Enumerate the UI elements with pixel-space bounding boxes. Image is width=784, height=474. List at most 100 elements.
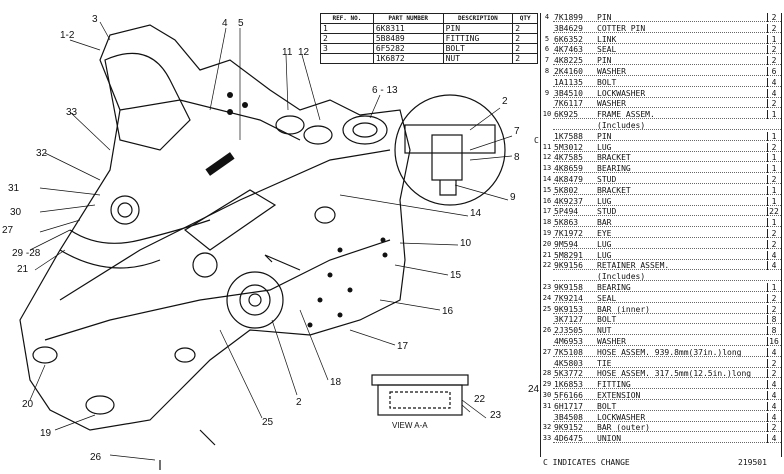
callout-number: 2 [296,397,302,408]
change-note: C INDICATES CHANGE [543,458,630,467]
list-item-ref: 24 [542,293,552,302]
callout-number: 33 [66,107,78,118]
list-item-ref: 15 [542,185,552,194]
row-divider [553,161,781,163]
list-item-part: 4K8225 [554,56,583,66]
table-row: 3 6F5282 BOLT 2 [320,43,538,54]
list-item-part: 9K9152 [554,423,583,433]
list-item-part: 6K6352 [554,34,583,44]
list-item-desc: (Includes) [597,272,646,282]
list-item-part: 7K1972 [554,229,583,238]
list-item-part: 4K7463 [554,45,583,55]
list-item-desc: BOLT [597,401,617,411]
callout-number: 12 [298,47,310,58]
table-row: 1 6K8311 PIN 2 [320,23,538,34]
list-item-part: 5F6166 [554,391,583,400]
list-item-qty: 1 [767,131,780,141]
list-item-ref: 21 [542,250,552,259]
list-item-qty: 2 [767,13,780,22]
list-item: (Includes) [541,272,781,282]
list-item-ref: 23 [542,283,552,291]
callout-number: 30 [10,207,22,218]
ref-cell: 2 [320,33,374,44]
row-divider [553,118,781,120]
list-item-part: 1K6853 [554,380,583,390]
callout-number: 18 [330,377,342,388]
row-divider [553,53,781,55]
list-item-part: 5M3012 [554,142,583,152]
list-item-part: 9K9153 [554,304,583,314]
list-item-part: 9K9156 [554,261,583,271]
row-divider [553,226,781,228]
callout-number: 6 - 13 [372,85,398,96]
row-divider [553,280,781,282]
list-item-qty: 1 [767,164,780,174]
row-divider [553,431,781,433]
callout-number: 29 -28 [12,248,41,259]
list-item-desc: LOCKWASHER [597,88,646,98]
row-divider [553,388,781,390]
list-item-part: 9K9158 [554,283,583,292]
list-item-qty: 1 [767,153,780,163]
ref-cell: 3 [320,43,374,54]
list-item-qty: 1 [767,283,780,292]
list-item-qty: 2 [767,423,780,433]
list-item-desc: SEAL [597,45,617,55]
change-marker: C [534,136,539,145]
list-item-desc: BOLT [597,315,617,325]
list-item-part: 4K5803 [554,358,583,368]
callout-number: 17 [397,341,409,352]
list-item-ref: 12 [542,153,552,162]
row-divider [553,409,781,411]
list-item-qty: 2 [767,239,780,249]
list-item-part: 3K7127 [554,315,583,325]
list-item-desc: LINK [597,34,617,44]
list-item-qty: 4 [767,250,780,260]
list-item-desc: RETAINER ASSEM. [597,261,670,271]
row-divider [553,215,781,217]
callout-number: 11 [282,47,293,58]
list-item-part: 1A1135 [554,77,583,87]
list-item-desc: BEARING [597,164,631,174]
row-divider [553,75,781,76]
row-divider [553,183,781,184]
list-item-ref: 17 [542,207,552,216]
desc-cell: BOLT [442,43,514,54]
small-parts-table: REF. NO. PART NUMBER DESCRIPTION QTY 1 6… [320,13,538,64]
list-item-part: 4K7585 [554,153,583,163]
list-item-ref: 13 [542,164,552,173]
callout-number: 19 [40,428,52,439]
list-item-desc: HOSE ASSEM. 939.8mm(37in.)long [597,347,742,357]
row-divider [553,247,781,249]
list-item-ref: 19 [542,229,552,237]
list-item-part: 5M8291 [554,250,583,260]
row-divider [553,21,781,22]
list-item-qty: 4 [767,261,780,271]
qty-cell: 2 [512,43,538,54]
list-item-ref: 32 [542,423,552,432]
list-item-ref: 20 [542,239,552,248]
list-item-ref: 28 [542,369,552,378]
list-item-desc: WASHER [597,67,626,76]
list-item-qty: 1 [767,185,780,195]
list-item-qty: 4 [767,412,780,422]
ref-cell: 1 [320,23,374,34]
ref-header: REF. NO. [320,13,374,24]
list-item-ref: 11 [542,142,552,151]
